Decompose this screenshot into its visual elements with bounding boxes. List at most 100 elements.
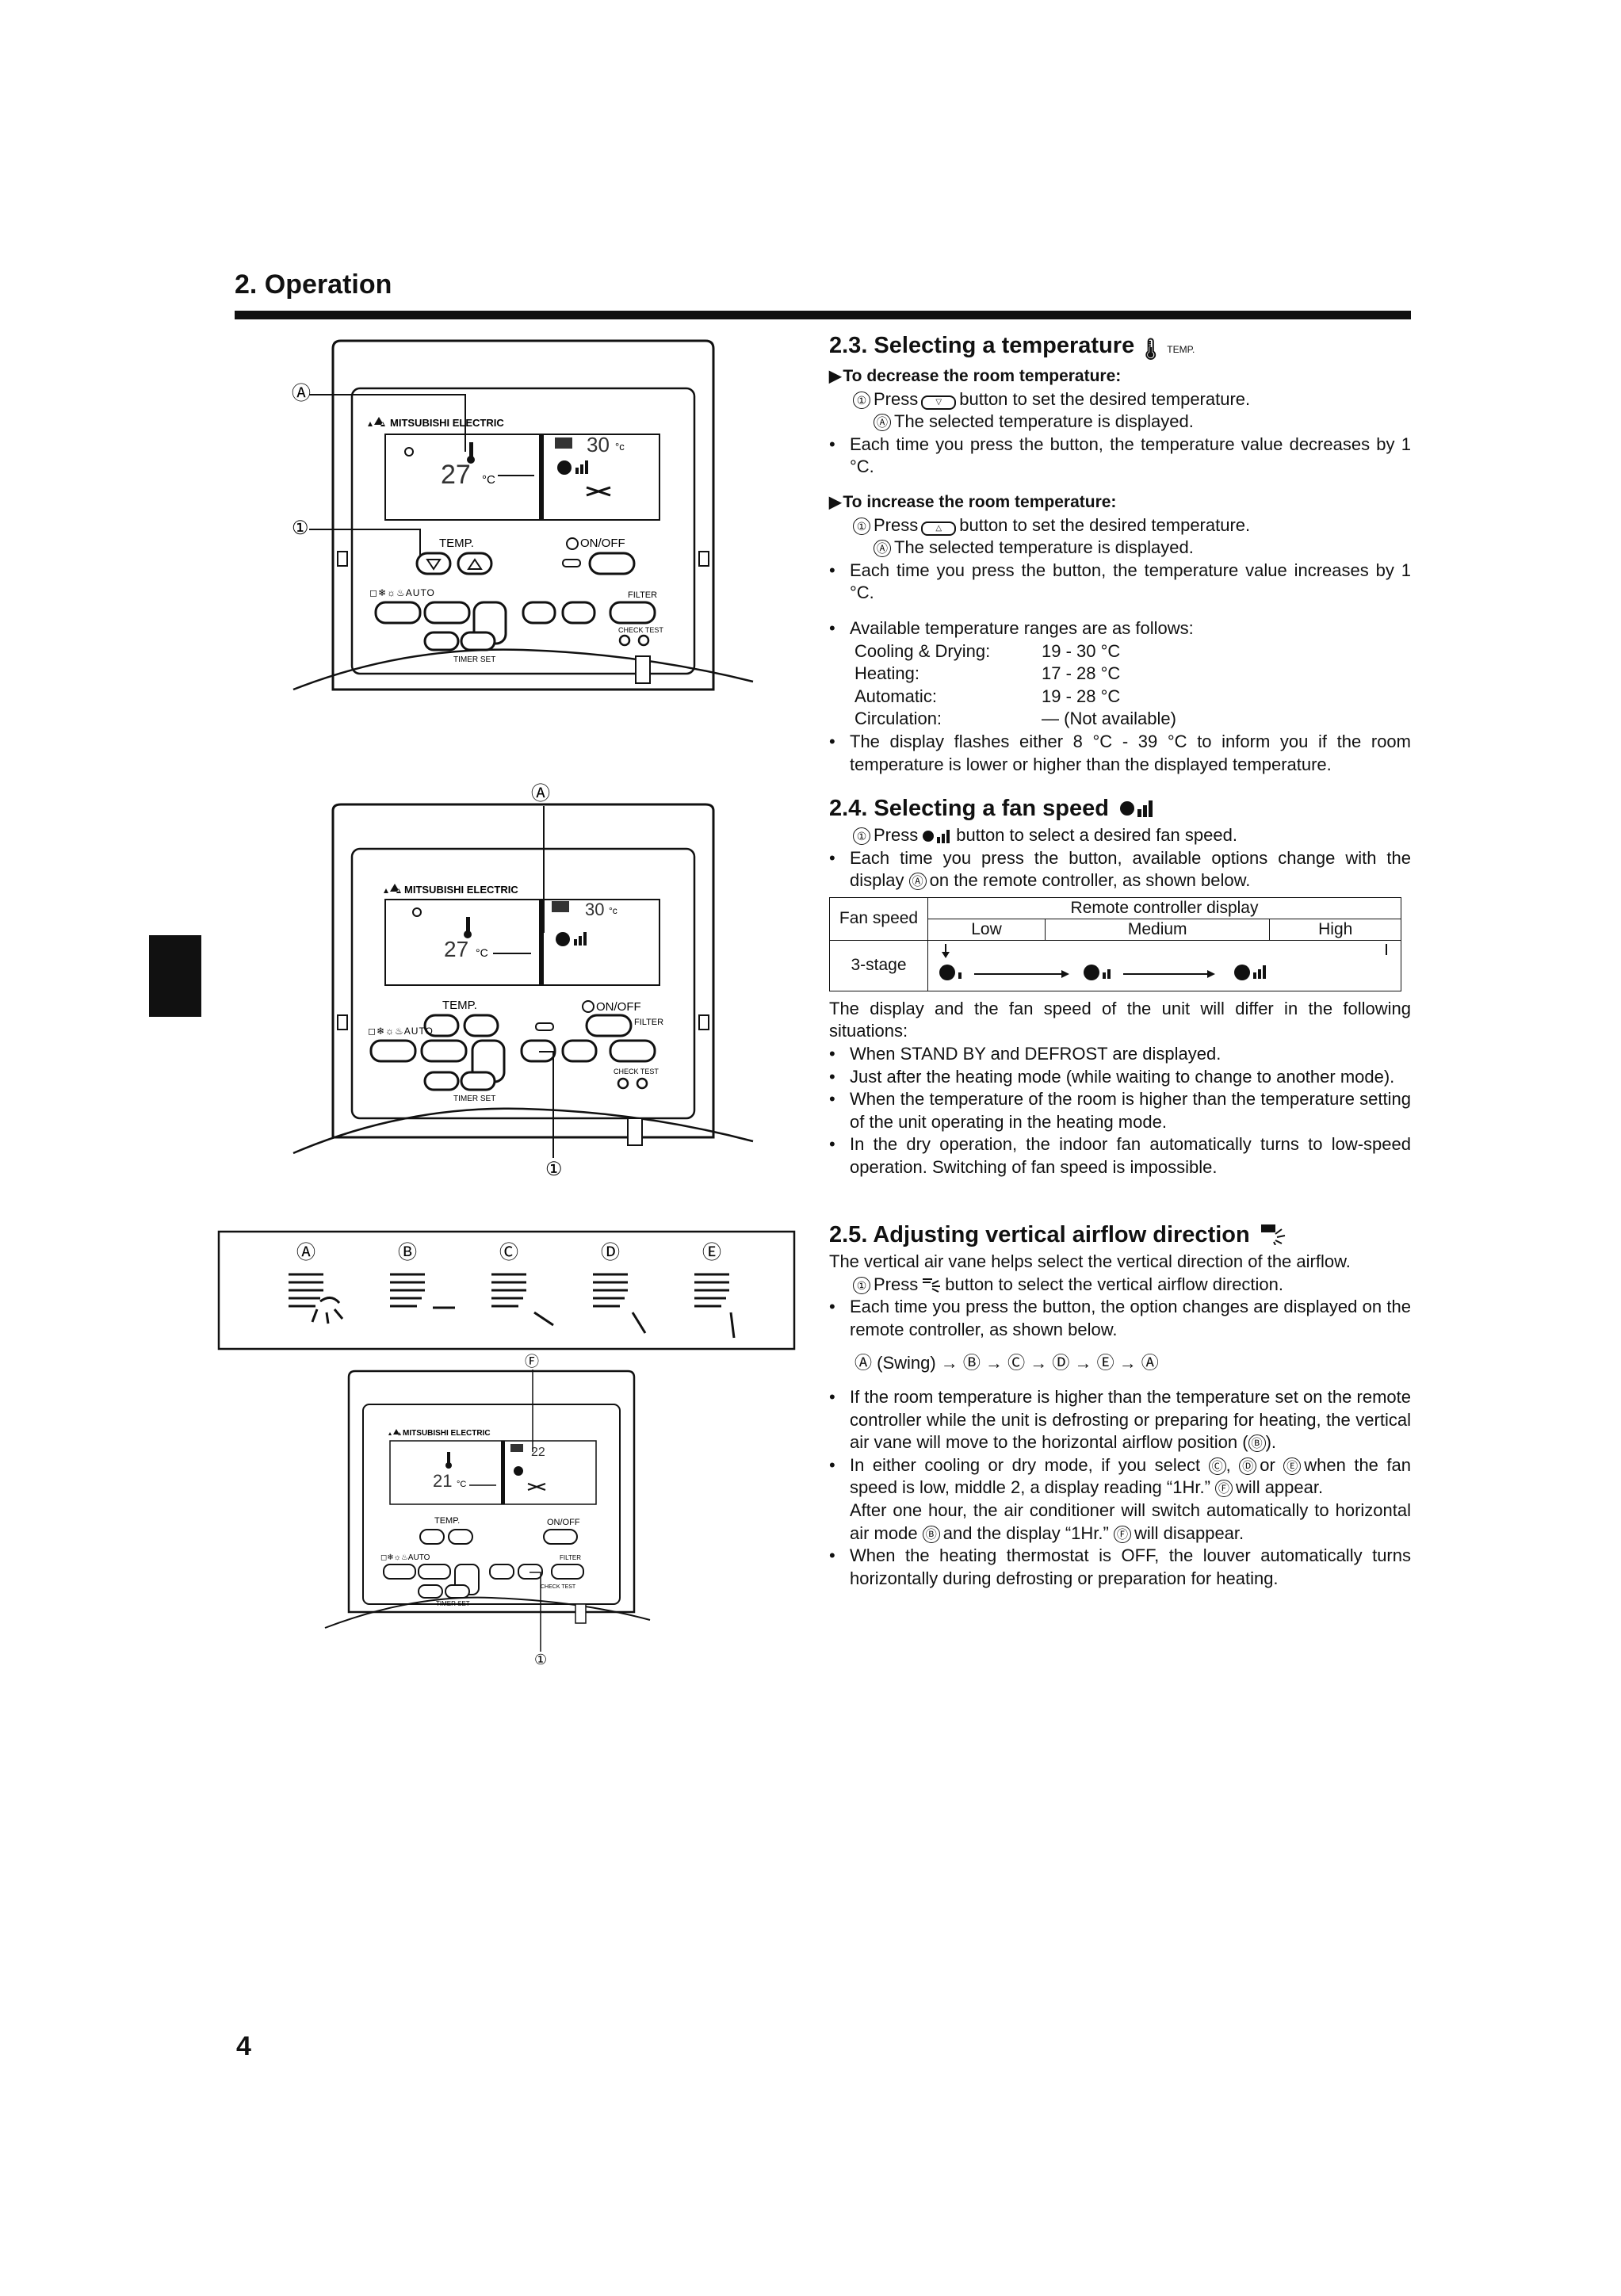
figure2-callout-1: ① [545, 1159, 563, 1177]
figure2-filter-label: FILTER [634, 1018, 663, 1027]
range-row: Heating:17 - 28 °C [854, 663, 1121, 684]
mode-button[interactable] [369, 1039, 417, 1063]
figure4-callout-1: ① [534, 1652, 547, 1668]
fan-table-group-header: Remote controller display [927, 896, 1401, 919]
up-button-icon: △ [921, 521, 957, 536]
figure2-display-unit: °C [476, 946, 488, 959]
fan-high-icon [1234, 964, 1266, 980]
thermometer-icon [445, 1452, 452, 1469]
airflow-bullet-2: If the room temperature is higher than t… [829, 1386, 1411, 1454]
mode-button[interactable] [374, 601, 422, 625]
situation-item: When STAND BY and DEFROST are displayed. [829, 1043, 1411, 1066]
vane-unit-E-icon [694, 1273, 736, 1339]
fan-icon [556, 932, 587, 946]
figure2-onoff-label: ON/OFF [596, 1000, 641, 1014]
check-button[interactable] [618, 634, 631, 647]
vane-icon [1260, 1224, 1285, 1245]
section-2-3-title: 2.3. Selecting a temperature🌡TEMP. [829, 331, 1411, 364]
figure2-temp-label: TEMP. [442, 999, 477, 1012]
timer-up-button[interactable] [445, 1584, 470, 1599]
vane-button[interactable] [561, 601, 596, 625]
filter-button[interactable] [551, 1564, 584, 1580]
decrease-bullet: Each time you press the button, the temp… [829, 434, 1411, 479]
sun-icon [412, 907, 422, 917]
on-off-button[interactable] [588, 552, 636, 575]
timer-down-button[interactable] [423, 1071, 460, 1091]
thermometer-icon [467, 442, 475, 464]
vane-label-A: Ⓐ [296, 1242, 315, 1263]
section-2-4-title: 2.4. Selecting a fan speed [829, 794, 1411, 823]
figure1-mode-icons: ◻❄☼♨AUTO [369, 587, 435, 598]
temp-up-button[interactable] [463, 1014, 499, 1037]
timer-up-button[interactable] [460, 631, 496, 651]
filter-button[interactable] [609, 601, 656, 625]
temp-down-button[interactable] [419, 1529, 445, 1545]
check-button[interactable] [617, 1077, 629, 1090]
figure4-setpoint: 22 [531, 1446, 545, 1459]
range-row: Automatic:19 - 28 °C [854, 686, 1121, 706]
thermometer-icon: 🌡 [1137, 337, 1164, 361]
vane-button[interactable] [518, 1564, 543, 1580]
fan-speed-button[interactable] [520, 1039, 556, 1063]
side-tab [149, 935, 201, 1017]
figure4-timer-set-label: TIMER SET [436, 1600, 470, 1607]
figure4-display-unit: °C [457, 1480, 466, 1489]
ranges-intro: Available temperature ranges are as foll… [829, 617, 1411, 640]
on-off-button[interactable] [585, 1014, 633, 1037]
fan-speed-table: Fan speed Remote controller display Low … [829, 896, 1401, 991]
timer-mode-button[interactable] [418, 1564, 451, 1580]
vane-unit-D-icon [593, 1273, 647, 1334]
test-button[interactable] [636, 1077, 648, 1090]
timer-up-button[interactable] [460, 1071, 496, 1091]
figure2-check-test-label: CHECK TEST [614, 1068, 659, 1075]
fan-table-row-label: 3-stage [829, 939, 928, 991]
title-rule [235, 311, 1411, 319]
vane-icon [555, 437, 572, 449]
fan-speed-button[interactable] [522, 601, 556, 625]
situation-item: In the dry operation, the indoor fan aut… [829, 1133, 1411, 1179]
on-off-button[interactable] [543, 1529, 578, 1545]
temp-down-button[interactable] [415, 552, 452, 575]
filter-button[interactable] [609, 1039, 656, 1063]
test-button[interactable] [637, 634, 650, 647]
vane-unit-A-icon [289, 1273, 344, 1324]
mitsubishi-logo-icon [384, 884, 401, 893]
figure4-mode-icons: ◻❄☼♨AUTO [380, 1553, 430, 1562]
airflow-sequence: Ⓐ (Swing) → Ⓑ → Ⓒ → Ⓓ → Ⓔ → Ⓐ [854, 1353, 1159, 1373]
vane-button[interactable] [561, 1039, 598, 1063]
page-number: 4 [236, 2031, 251, 2061]
figure1-callout-1: ① [292, 518, 309, 539]
figure2-timer-set-label: TIMER SET [453, 1095, 495, 1103]
section-2-3: 2.3. Selecting a temperature🌡TEMP. To de… [829, 331, 1411, 776]
airflow-bullet-3: In either cooling or dry mode, if you se… [829, 1454, 1411, 1545]
airflow-intro: The vertical air vane helps select the v… [829, 1251, 1351, 1271]
figure1-callout-A: Ⓐ [292, 383, 311, 404]
fan-table-col-low: Low [927, 918, 1046, 941]
step-number: ① [853, 391, 870, 409]
figure1-setpoint: 30 [587, 433, 610, 457]
flash-bullet: The display flashes either 8 °C - 39 °C … [829, 731, 1411, 776]
timer-down-button[interactable] [418, 1584, 443, 1599]
temp-down-button[interactable] [423, 1014, 460, 1037]
vane-label-E: Ⓔ [702, 1242, 721, 1263]
timer-mode-button[interactable] [423, 601, 471, 625]
fan-table-col-medium: Medium [1044, 918, 1271, 941]
figure4-brand: MITSUBISHI ELECTRIC [403, 1429, 491, 1438]
temp-up-button[interactable] [457, 552, 493, 575]
timer-mode-button[interactable] [420, 1039, 468, 1063]
fan-table-display-cell [927, 939, 1401, 991]
timer-down-button[interactable] [423, 631, 460, 651]
fan-medium-icon [1084, 964, 1111, 980]
mode-button[interactable] [383, 1564, 416, 1580]
figure2-setpoint: 30 [585, 900, 604, 919]
vane-unit-C-icon [491, 1273, 554, 1327]
fan-bullet: Each time you press the button, availabl… [829, 847, 1411, 892]
fan-speed-button[interactable] [489, 1564, 514, 1580]
temp-up-button[interactable] [448, 1529, 473, 1545]
figure1-brand: MITSUBISHI ELECTRIC [390, 417, 504, 429]
figure1-onoff-label: ON/OFF [580, 537, 625, 550]
